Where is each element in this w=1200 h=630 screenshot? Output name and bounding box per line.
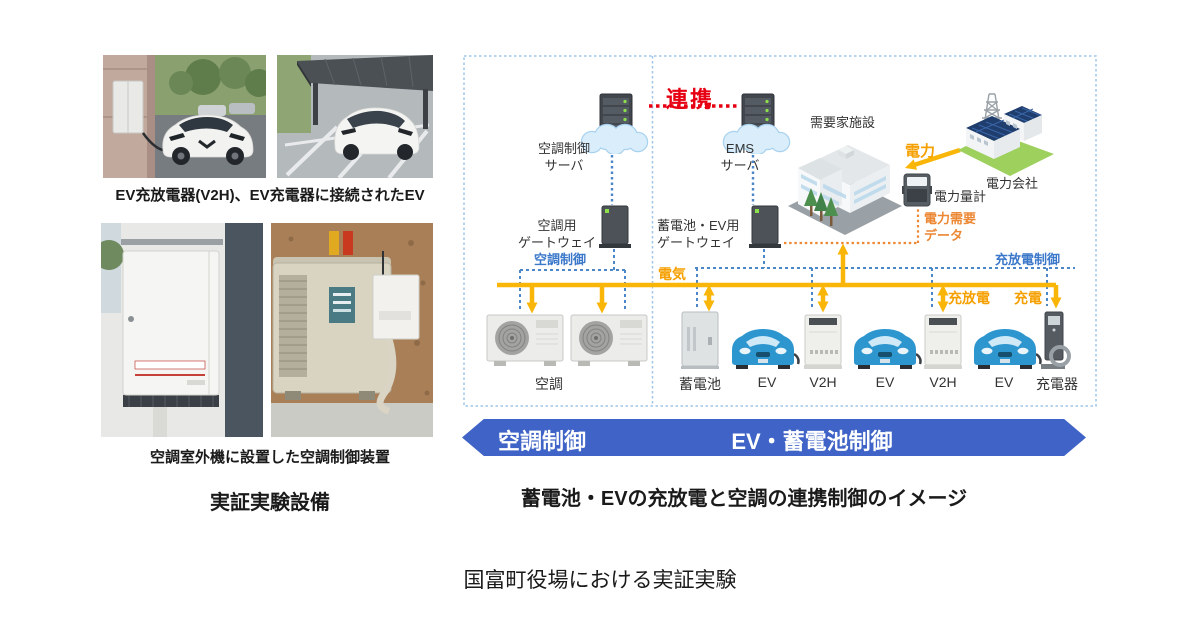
v2h-icon bbox=[804, 314, 842, 369]
ev-icon bbox=[968, 322, 1042, 370]
diagram-lines bbox=[463, 55, 1097, 407]
building-icon bbox=[788, 145, 902, 235]
ac-gateway-label: 空調用 ゲートウェイ bbox=[517, 218, 596, 250]
facility-label: 需要家施設 bbox=[810, 115, 876, 130]
ac-control-label: 空調制御 bbox=[534, 252, 587, 267]
photo-ev-charging bbox=[103, 55, 266, 178]
power-label: 電力 bbox=[905, 143, 936, 160]
device-label-battery: 蓄電池 bbox=[679, 376, 721, 392]
left-panel-title: 実証実験設備 bbox=[210, 492, 330, 514]
meter-label: 電力量計 bbox=[934, 189, 987, 204]
ev-gateway-icon bbox=[749, 205, 781, 248]
demand-data-label: 電力需要 データ bbox=[924, 211, 977, 243]
device-label-ev: EV bbox=[757, 374, 777, 390]
ac-unit-icon bbox=[486, 314, 564, 368]
photo-ac-outdoor-unit bbox=[271, 223, 433, 437]
electricity-label: 電気 bbox=[658, 266, 686, 282]
left-caption-bottom: 空調室外機に設置した空調制御装置 bbox=[149, 449, 390, 466]
banner-ac-control: 空調制御 bbox=[497, 429, 586, 454]
device-label-ev: EV bbox=[875, 374, 895, 390]
photo-ev-carport bbox=[277, 55, 433, 178]
device-label-ev: EV bbox=[994, 374, 1014, 390]
charger-icon bbox=[1041, 311, 1071, 369]
device-label-ac: 空調 bbox=[535, 376, 563, 392]
charge-discharge-label: 充放電 bbox=[948, 290, 990, 306]
v2h-icon bbox=[924, 314, 962, 369]
meter-icon bbox=[902, 173, 932, 207]
device-label-v2h: V2H bbox=[929, 374, 957, 390]
power-plant-icon bbox=[958, 93, 1054, 176]
diagram-caption: 蓄電池・EVの充放電と空調の連携制御のイメージ bbox=[520, 488, 968, 510]
power-company-label: 電力会社 bbox=[986, 176, 1039, 191]
discharge-control-label: 充放電制御 bbox=[995, 252, 1061, 267]
ems-server-label: EMS サーバ bbox=[720, 141, 760, 173]
control-scope-banner: 空調制御 EV・蓄電池制御 bbox=[462, 419, 1086, 456]
ac-gateway-icon bbox=[599, 205, 631, 248]
ev-icon bbox=[726, 322, 800, 370]
left-caption-top: EV充放電器(V2H)、EV充電器に接続されたEV bbox=[115, 187, 425, 204]
footer-caption: 国富町役場における実証実験 bbox=[463, 569, 737, 592]
ev-icon bbox=[848, 322, 922, 370]
banner-ev-battery-control: EV・蓄電池制御 bbox=[731, 429, 893, 454]
photo-control-box bbox=[101, 223, 263, 437]
battery-icon bbox=[681, 311, 719, 369]
device-label-v2h: V2H bbox=[809, 374, 837, 390]
ev-gateway-label: 蓄電池・EV用 ゲートウェイ bbox=[657, 218, 740, 250]
device-label-charger: 充電器 bbox=[1036, 376, 1078, 392]
linkage-label: 連携 bbox=[665, 87, 714, 112]
charge-label: 充電 bbox=[1014, 290, 1042, 306]
ac-unit-icon bbox=[570, 314, 648, 368]
ac-server-label: 空調制御 サーバ bbox=[537, 141, 590, 173]
